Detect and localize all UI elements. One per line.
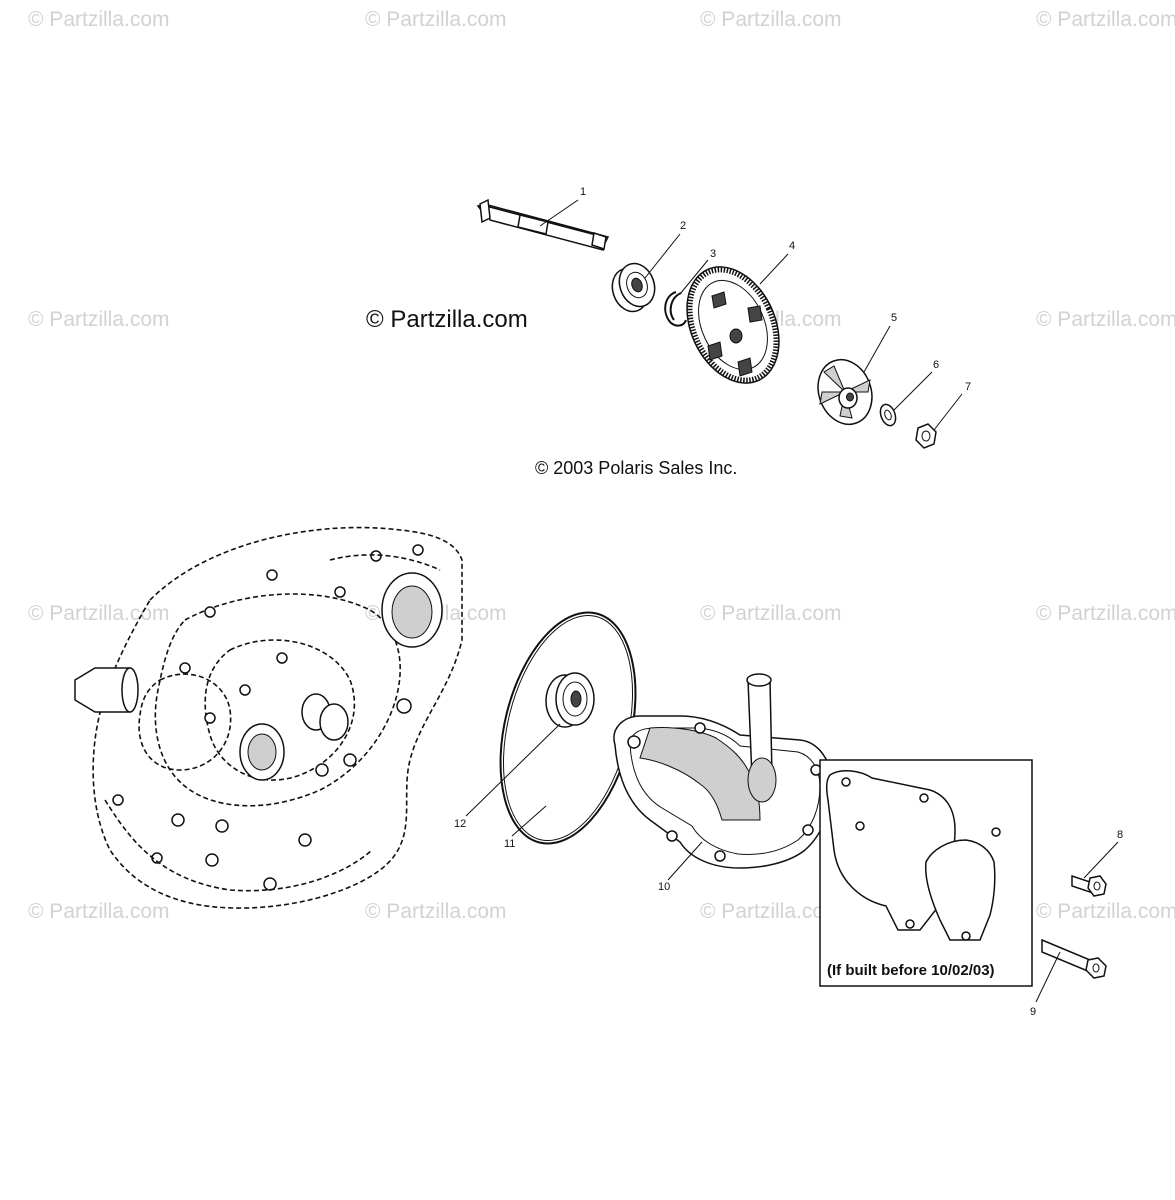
watermark: © Partzilla.com [28,8,170,31]
long-bolt-part [1041,938,1107,979]
callout-7: 7 [965,381,971,393]
gear-part [686,266,780,384]
short-bolt-part [1071,874,1107,897]
watermark: © Partzilla.com [1036,602,1175,625]
callout-1: 1 [580,186,586,198]
seal-part [545,672,595,728]
impeller-part [817,358,873,426]
callout-2: 2 [680,220,686,232]
crankcase-drawing [74,526,463,909]
watermark: © Partzilla.com [700,602,842,625]
polaris-copyright: © 2003 Polaris Sales Inc. [535,458,738,478]
callout-8: 8 [1117,829,1123,841]
washer-part [879,403,897,427]
retaining-ring-part [664,291,687,327]
watermark: © Partzilla.com [28,308,170,331]
watermark: © Partzilla.com [1036,308,1175,331]
callout-11: 11 [504,838,515,850]
watermark: © Partzilla.com [1036,8,1175,31]
watermark: © Partzilla.com [365,900,507,923]
inset-box: (If built before 10/02/03) [819,759,1033,987]
water-pump-cover-part [613,673,833,869]
callout-12: 12 [454,818,466,830]
shaft-part [476,198,610,252]
callout-4: 4 [789,240,795,252]
watermark: © Partzilla.com [28,900,170,923]
callout-9: 9 [1030,1006,1036,1018]
watermark: © Partzilla.com [365,8,507,31]
watermark: © Partzilla.com [1036,900,1175,923]
nut-part [915,423,937,449]
callout-leaders [465,199,1119,1003]
callout-10: 10 [658,881,670,893]
inset-note-label: (If built before 10/02/03) [827,962,995,979]
callout-6: 6 [933,359,939,371]
bearing-part [611,262,656,313]
watermark: © Partzilla.com [28,602,170,625]
watermark: © Partzilla.com [700,900,842,923]
callout-3: 3 [710,248,716,260]
callout-5: 5 [891,312,897,324]
callout-labels: 1 2 3 4 5 6 7 8 9 10 11 12 [454,186,1123,1018]
watermark: © Partzilla.com [700,8,842,31]
partzilla-copyright: © Partzilla.com [366,306,528,333]
